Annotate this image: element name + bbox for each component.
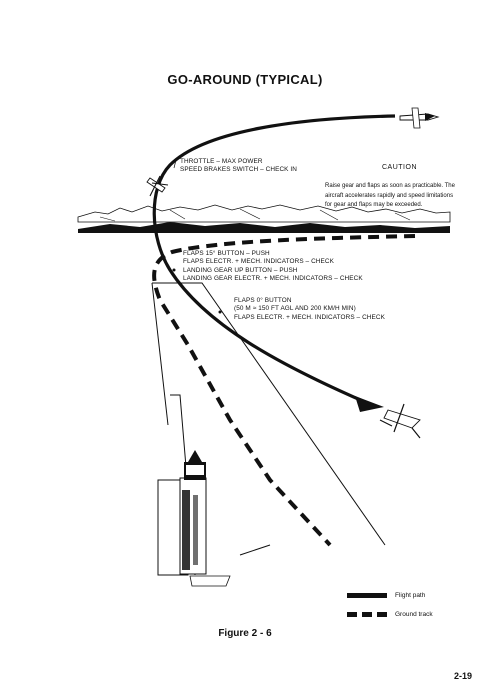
diagram-title: GO-AROUND (TYPICAL): [167, 72, 323, 87]
caution-heading: CAUTION: [382, 164, 417, 171]
checkpoint-marker: [218, 310, 222, 314]
step-flaps-gear: FLAPS 15° BUTTON – PUSH FLAPS ELECTR. + …: [183, 250, 363, 283]
ground-track: [152, 234, 416, 547]
flight-path-arrow: [355, 396, 384, 412]
legend-ground-track-swatch: [347, 612, 387, 617]
flight-path: [152, 114, 396, 412]
legend-flight-path-swatch: [347, 593, 387, 598]
aircraft-icon: [146, 175, 169, 197]
aircraft-icon: [379, 403, 421, 439]
checkpoint-marker: [172, 268, 176, 272]
mountain-horizon: [77, 204, 451, 233]
page-number: 2-19: [454, 671, 473, 681]
step-flaps-zero: FLAPS 0° BUTTON (50 m ≈ 150 ft AGL AND 2…: [234, 297, 385, 321]
step-throttle: THROTTLE – MAX POWER SPEED BRAKES SWITCH…: [180, 158, 297, 174]
legend-flight-path-label: Flight path: [395, 592, 426, 599]
control-tower: [157, 450, 231, 587]
legend-ground-track-label: Ground track: [395, 611, 433, 618]
caution-text: Raise gear and flaps as soon as practica…: [325, 183, 455, 208]
figure-caption: Figure 2 - 6: [218, 628, 272, 639]
aircraft-icon: [399, 107, 440, 129]
pointer-line: [173, 159, 177, 169]
